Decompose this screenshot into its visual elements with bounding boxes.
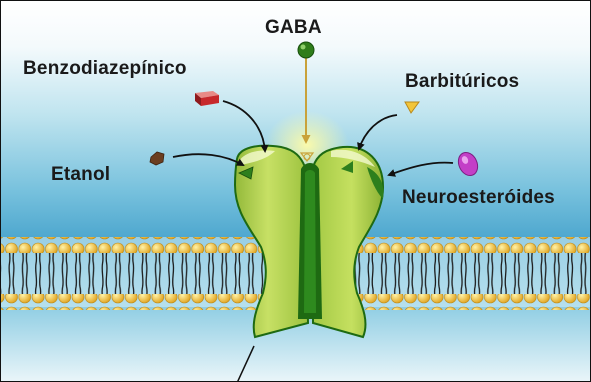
barbiturate-label: Barbitúricos <box>405 71 519 93</box>
gaba-ligand-icon <box>298 42 314 58</box>
gaba-receptor-channel <box>235 146 383 337</box>
benzodiazepine-label: Benzodiazepínico <box>23 58 187 80</box>
gaba-label: GABA <box>265 17 322 39</box>
gaba-ligand-highlight <box>301 45 306 50</box>
ethanol-label: Etanol <box>51 164 110 186</box>
neurosteroid-label: Neuroesteróides <box>402 187 555 209</box>
